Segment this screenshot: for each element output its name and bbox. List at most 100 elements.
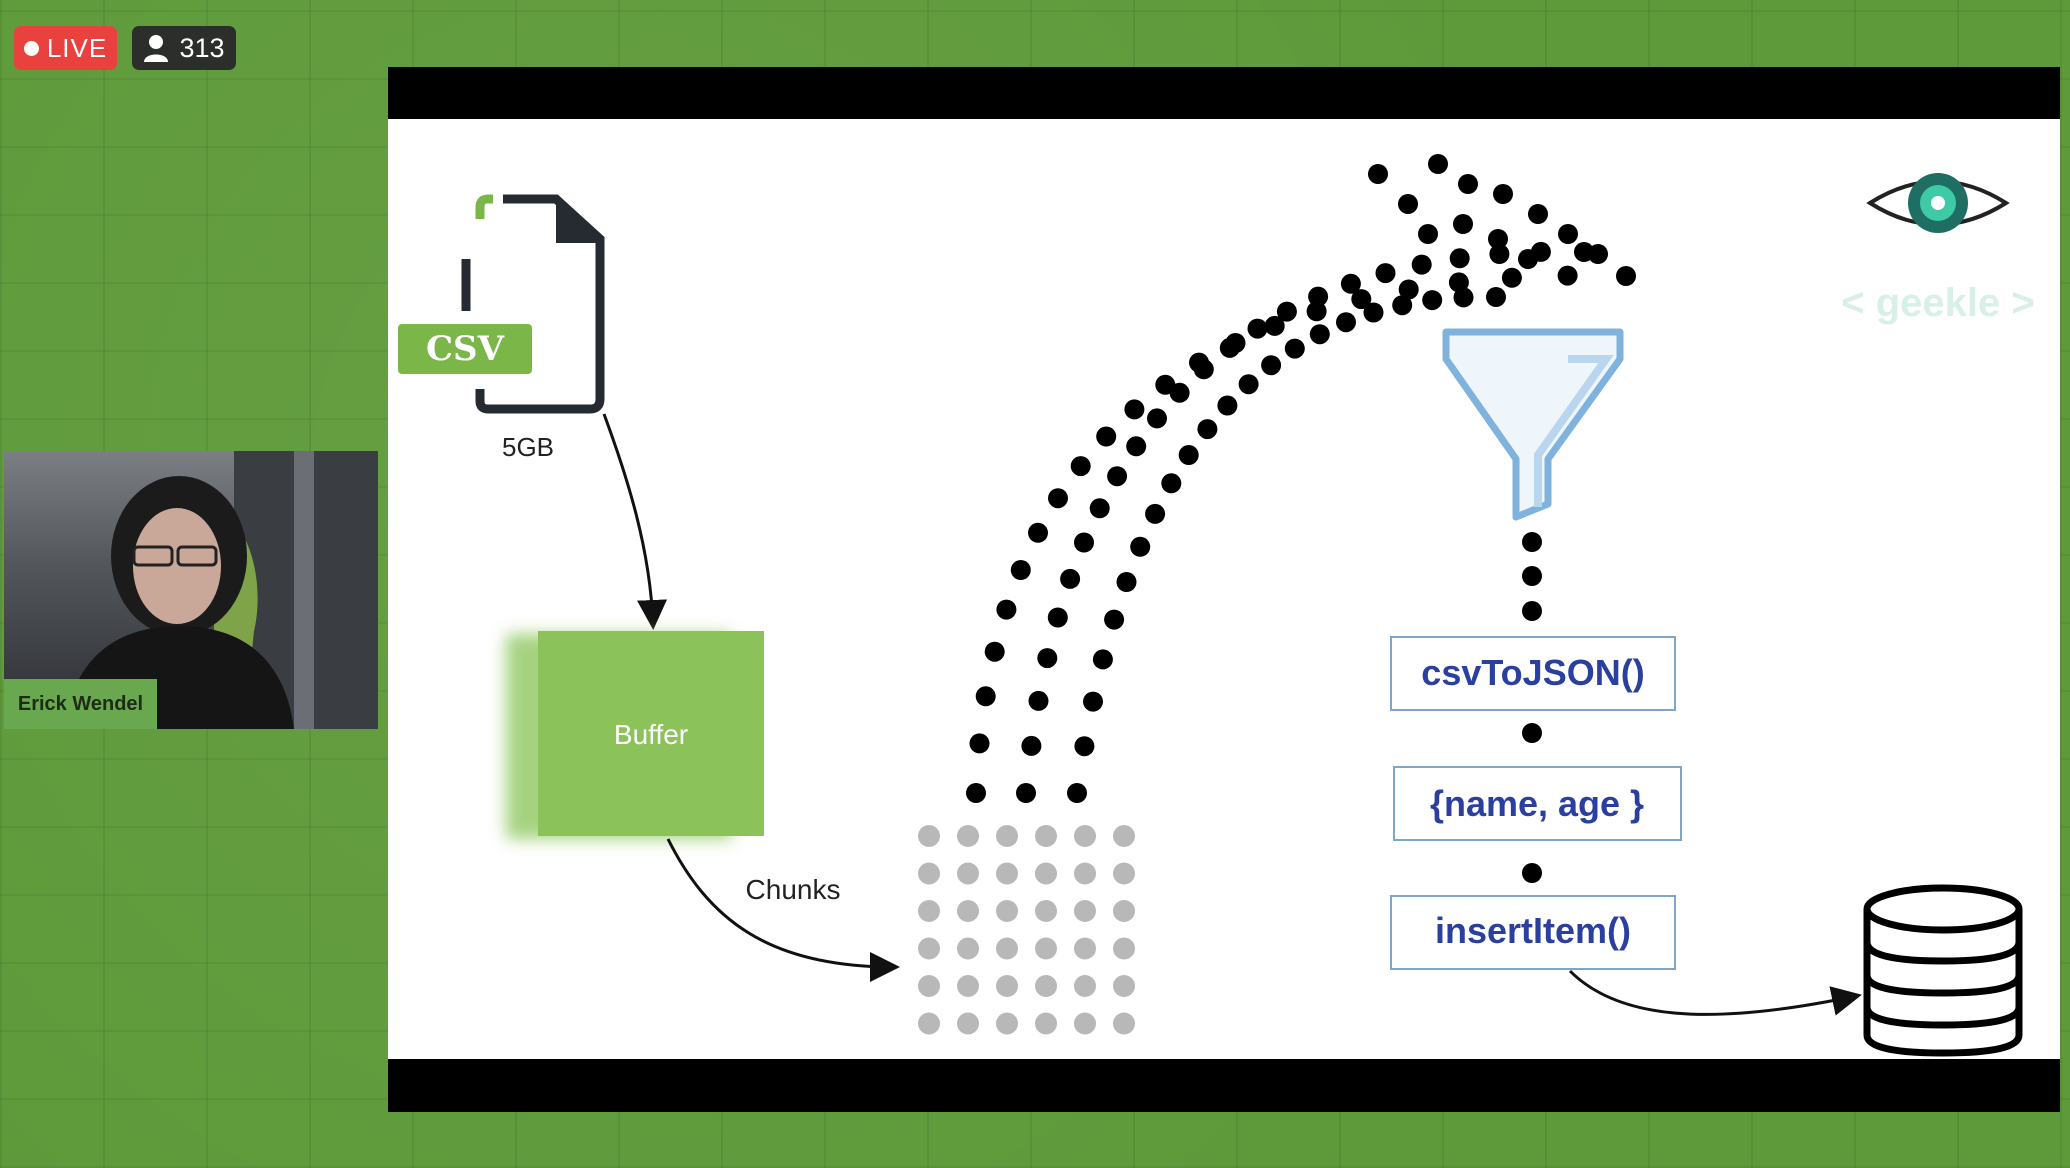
- filter-funnel-icon: [1442, 328, 1624, 521]
- stream-dot: [1458, 174, 1478, 194]
- csv-to-buffer-arrow: [602, 413, 668, 630]
- stream-dot: [1518, 249, 1538, 269]
- chunk-dot: [918, 1012, 940, 1035]
- stream-dot: [1428, 154, 1448, 174]
- stream-dot: [1028, 690, 1049, 711]
- chunk-dot: [1074, 900, 1096, 922]
- stream-dot: [1493, 184, 1513, 204]
- stream-dot: [1308, 286, 1329, 307]
- presenter-video[interactable]: [4, 451, 378, 729]
- stream-dot: [1124, 399, 1145, 420]
- stream-dot: [1363, 302, 1384, 323]
- chunk-dot: [1113, 900, 1135, 922]
- stream-dot: [1193, 359, 1214, 380]
- file-size-label: 5GB: [502, 432, 554, 462]
- stream-dot: [1147, 408, 1167, 429]
- stream-dot: [1375, 263, 1396, 284]
- presentation-slide: CSV 5GB Buffer Chunks: [388, 119, 2060, 1059]
- stream-dot: [1083, 691, 1103, 712]
- viewer-count: 313: [179, 32, 225, 63]
- chunk-dot: [918, 825, 940, 847]
- stream-dot: [1037, 648, 1058, 669]
- stream-dot: [1486, 287, 1506, 307]
- chunk-dot: [1035, 937, 1057, 960]
- stream-dot: [1070, 456, 1091, 477]
- step-insertitem-label: insertItem(): [1435, 910, 1631, 951]
- csv-file-icon: CSV: [398, 194, 605, 414]
- stream-dot: [1558, 224, 1578, 244]
- stream-dot: [1449, 248, 1470, 269]
- stream-dot: [1488, 229, 1508, 249]
- stream-dot: [1398, 194, 1418, 214]
- stream-dot: [1489, 244, 1510, 264]
- stream-dot: [1197, 419, 1218, 440]
- geekle-logo: < geekle >: [1841, 173, 2035, 325]
- stream-dot: [966, 783, 986, 803]
- chunk-dot: [1074, 1012, 1096, 1035]
- data-stream-dots: [966, 154, 1636, 803]
- step-csvtojson-label: csvToJSON(): [1421, 652, 1644, 693]
- chunk-dot: [1074, 975, 1096, 997]
- pipeline-dots: [1522, 532, 1542, 883]
- stream-dot: [1422, 290, 1443, 311]
- stream-dot: [975, 686, 996, 707]
- chunk-dot: [1074, 825, 1096, 847]
- step-name-age-label: {name, age }: [1430, 783, 1644, 824]
- chunk-dot: [1035, 900, 1057, 922]
- chunk-grid: [918, 825, 1135, 1035]
- buffer-to-chunks-arrow: [666, 838, 900, 982]
- stream-dot: [1557, 265, 1578, 286]
- stream-dot: [1336, 312, 1356, 333]
- chunk-dot: [1113, 825, 1135, 847]
- stream-dot: [1238, 374, 1259, 395]
- chunk-dot: [996, 975, 1018, 997]
- presenter-silhouette: [64, 451, 378, 729]
- stream-dot: [1169, 382, 1190, 403]
- chunk-dot: [996, 900, 1018, 922]
- stream-dot: [969, 733, 990, 754]
- stream-dot: [1616, 266, 1636, 286]
- chunk-dot: [996, 825, 1018, 847]
- stream-dot: [1309, 324, 1330, 345]
- chunk-dot: [957, 862, 979, 885]
- chunk-dot: [1035, 862, 1057, 885]
- stream-dot: [1021, 735, 1042, 756]
- stream-dot: [1107, 466, 1128, 487]
- stream-dot: [1284, 338, 1305, 359]
- stream-dot: [1067, 783, 1087, 803]
- live-label: LIVE: [46, 32, 108, 63]
- stream-dot: [1219, 337, 1240, 358]
- presenter-name-tag: Erick Wendel: [4, 679, 157, 729]
- live-badge: LIVE: [14, 26, 117, 70]
- presenter-name: Erick Wendel: [17, 692, 144, 715]
- chunk-dot: [1035, 825, 1057, 847]
- stream-dot: [1126, 436, 1147, 457]
- buffer-box: [538, 631, 764, 836]
- stream-dot: [1116, 572, 1137, 592]
- stream-dot: [1178, 445, 1199, 465]
- stream-dot: [1276, 301, 1297, 322]
- stream-dot: [1418, 224, 1438, 244]
- csv-label-box: [398, 324, 532, 374]
- chunk-dot: [918, 975, 940, 997]
- stream-dot: [1016, 783, 1036, 803]
- stream-dot: [1501, 267, 1522, 288]
- live-dot-icon: [23, 40, 39, 56]
- stream-dot: [1047, 607, 1068, 628]
- chunk-dot: [1113, 862, 1135, 885]
- stream-dot: [1588, 244, 1608, 264]
- stream-dot: [1368, 164, 1388, 184]
- step-csvtojson: csvToJSON(): [1390, 636, 1676, 711]
- step-insertitem: insertItem(): [1390, 895, 1676, 970]
- stream-dot: [1048, 488, 1068, 509]
- chunk-dot: [996, 937, 1018, 960]
- chunk-dot: [957, 937, 979, 960]
- stream-dot: [1448, 272, 1469, 293]
- stream-dot: [1161, 473, 1182, 494]
- chunk-dot: [1113, 937, 1135, 960]
- stream-dot: [1104, 609, 1125, 630]
- buffer-label: Buffer: [614, 719, 688, 750]
- chunk-dot: [957, 900, 979, 922]
- stream-dot: [1340, 273, 1361, 294]
- stream-dot: [1261, 355, 1282, 376]
